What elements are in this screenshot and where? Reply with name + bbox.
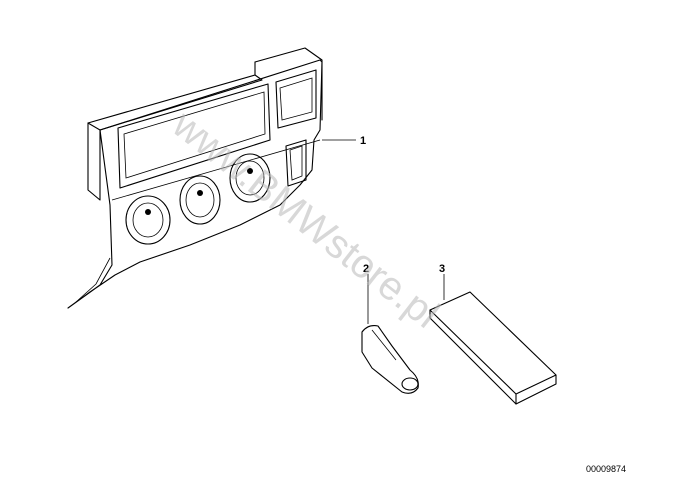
part-2-cap — [361, 325, 419, 394]
part-3-pad — [429, 291, 557, 405]
part-1-dashboard-panel — [67, 47, 323, 309]
callout-1: 1 — [360, 135, 366, 147]
callout-2: 2 — [363, 263, 369, 275]
knob-right-icon — [229, 153, 271, 203]
watermark-text: www.BMWstore.pl — [164, 102, 448, 337]
knob-middle-icon — [179, 175, 221, 225]
callout-3: 3 — [439, 263, 445, 275]
knob-left-icon — [125, 195, 171, 245]
document-number: 00009874 — [586, 464, 626, 474]
